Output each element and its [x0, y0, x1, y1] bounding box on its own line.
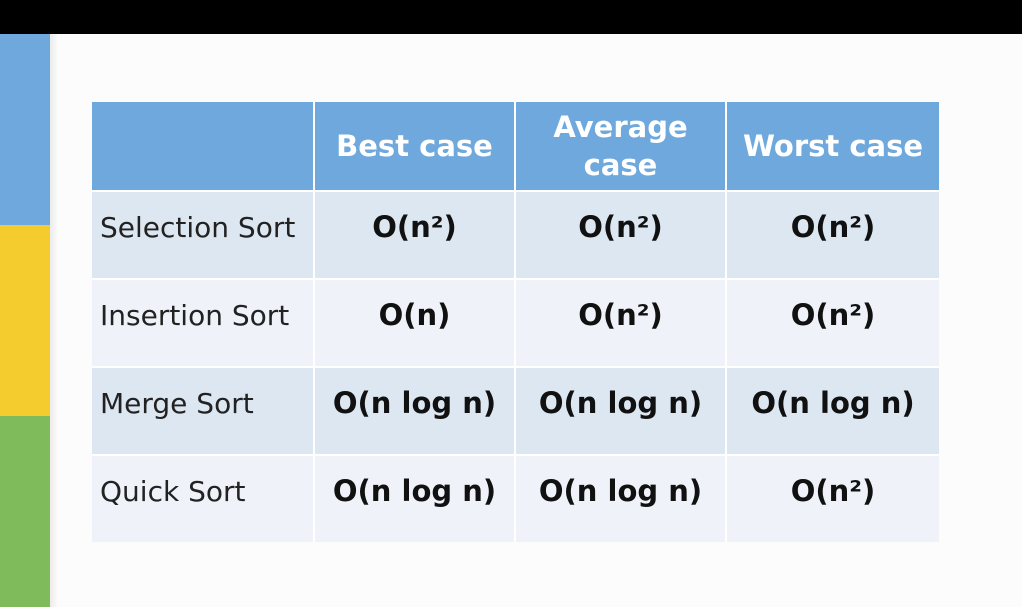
- table-header-row: Best case Average case Worst case: [92, 102, 939, 191]
- worst-case-cell: O(n²): [726, 278, 939, 367]
- average-case-cell: O(n log n): [515, 366, 727, 455]
- best-case-cell: O(n log n): [314, 366, 516, 455]
- header-cell-worst-case: Worst case: [726, 102, 939, 191]
- worst-case-cell: O(n²): [726, 454, 939, 542]
- header-cell-average-case: Average case: [515, 102, 727, 191]
- worst-case-cell: O(n²): [726, 190, 939, 279]
- average-case-cell: O(n²): [515, 190, 727, 279]
- algorithm-name-cell: Selection Sort: [92, 190, 315, 279]
- header-cell-best-case: Best case: [314, 102, 516, 191]
- worst-case-cell: O(n log n): [726, 366, 939, 455]
- accent-green-segment: [0, 416, 50, 607]
- table-row: Quick Sort O(n log n) O(n log n) O(n²): [92, 454, 939, 542]
- algorithm-name-cell: Merge Sort: [92, 366, 315, 455]
- best-case-cell: O(n log n): [314, 454, 516, 542]
- table-row: Merge Sort O(n log n) O(n log n) O(n log…: [92, 366, 939, 455]
- slide: Best case Average case Worst case Select…: [0, 34, 1022, 607]
- algorithm-name-cell: Quick Sort: [92, 454, 315, 542]
- best-case-cell: O(n²): [314, 190, 516, 279]
- accent-yellow-segment: [0, 225, 50, 416]
- table-row: Selection Sort O(n²) O(n²) O(n²): [92, 190, 939, 279]
- complexity-table: Best case Average case Worst case Select…: [92, 102, 939, 542]
- accent-strip: [0, 34, 50, 607]
- top-black-bar: [0, 0, 1022, 34]
- header-cell-algorithm: [92, 102, 315, 191]
- table-row: Insertion Sort O(n) O(n²) O(n²): [92, 278, 939, 367]
- accent-strip-shadow: [50, 34, 58, 607]
- average-case-cell: O(n log n): [515, 454, 727, 542]
- algorithm-name-cell: Insertion Sort: [92, 278, 315, 367]
- average-case-cell: O(n²): [515, 278, 727, 367]
- best-case-cell: O(n): [314, 278, 516, 367]
- accent-blue-segment: [0, 34, 50, 225]
